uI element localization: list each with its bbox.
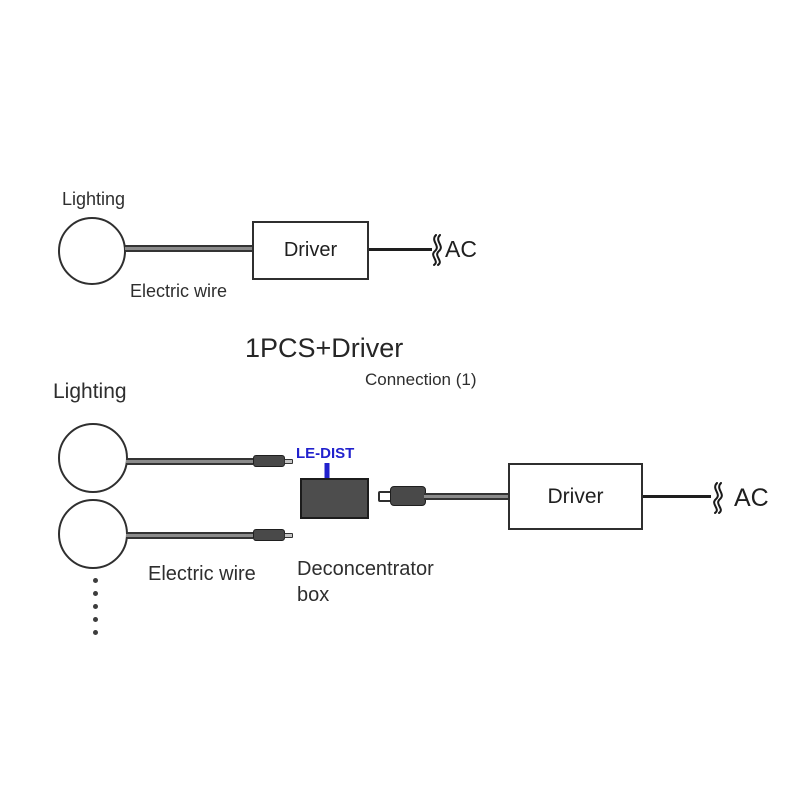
driver-box-bottom: Driver [508,463,643,530]
plug-connector [390,486,426,506]
ac-break-icon-bottom [713,482,723,514]
electric-wire-label-bottom: Electric wire [148,563,256,585]
diagram-subtitle: Connection (1) [365,370,477,389]
ac-label-bottom: AC [734,484,769,512]
electric-wire-top [125,245,254,252]
wire-connector-1 [253,455,285,467]
deconcentrator-label: Deconcentrator box [297,556,434,608]
diagram-title: 1PCS+Driver [245,333,404,363]
lamp-circle-2 [58,499,128,569]
deconcentrator-label-line1: Deconcentrator [297,558,434,580]
ac-wire-top [369,248,432,251]
deconcentrator-box [300,478,369,519]
ac-wire-bottom [643,495,711,498]
lighting-label-bottom: Lighting [53,380,127,403]
ac-break-icon-top [432,234,442,266]
lamp-circle-1 [58,423,128,493]
connector-tip-2 [284,533,293,538]
electric-wire-1 [126,458,253,465]
driver-label-top: Driver [283,239,338,261]
plug-to-driver-wire [424,493,509,500]
lighting-label-top: Lighting [62,189,126,209]
electric-wire-label-top: Electric wire [130,281,228,301]
wire-connector-2 [253,529,285,541]
connector-tip-1 [284,459,293,464]
lamp-circle-top [58,217,126,285]
ac-label-top: AC [445,236,477,262]
driver-label-bottom: Driver [547,484,604,508]
electric-wire-2 [126,532,253,539]
deconcentrator-label-line2: box [297,584,330,606]
le-dist-label: LE-DIST [296,445,355,462]
driver-box-top: Driver [252,221,369,280]
